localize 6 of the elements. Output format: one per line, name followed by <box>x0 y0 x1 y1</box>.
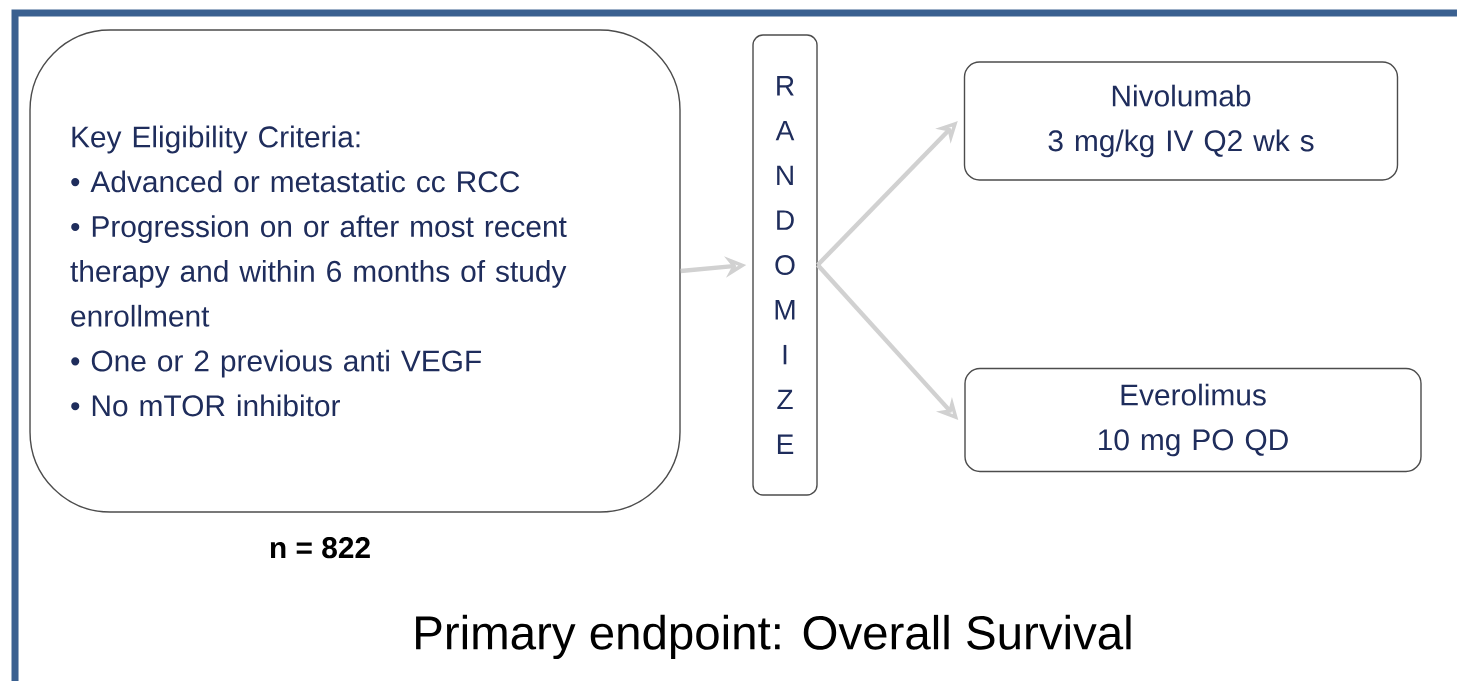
treatment-box: Everolimus 10 mg PO QD <box>964 367 1422 473</box>
treatment-box: Nivolumab 3 mg/kg IV Q2 wk s <box>963 61 1399 181</box>
randomize-box: R A N D O M I Z E <box>752 34 818 496</box>
criteria-box: Key Eligibility Criteria: • Advanced or metastatic cc RCC • Progression on or after most recent therapy and within 6 months of study enrollment • One or 2 previous anti VEGF • No mTOR inhibitor <box>29 29 681 513</box>
caption: Primary endpoint: Overall Survival <box>416 614 1131 660</box>
sample-size: n = 822 <box>270 537 370 559</box>
